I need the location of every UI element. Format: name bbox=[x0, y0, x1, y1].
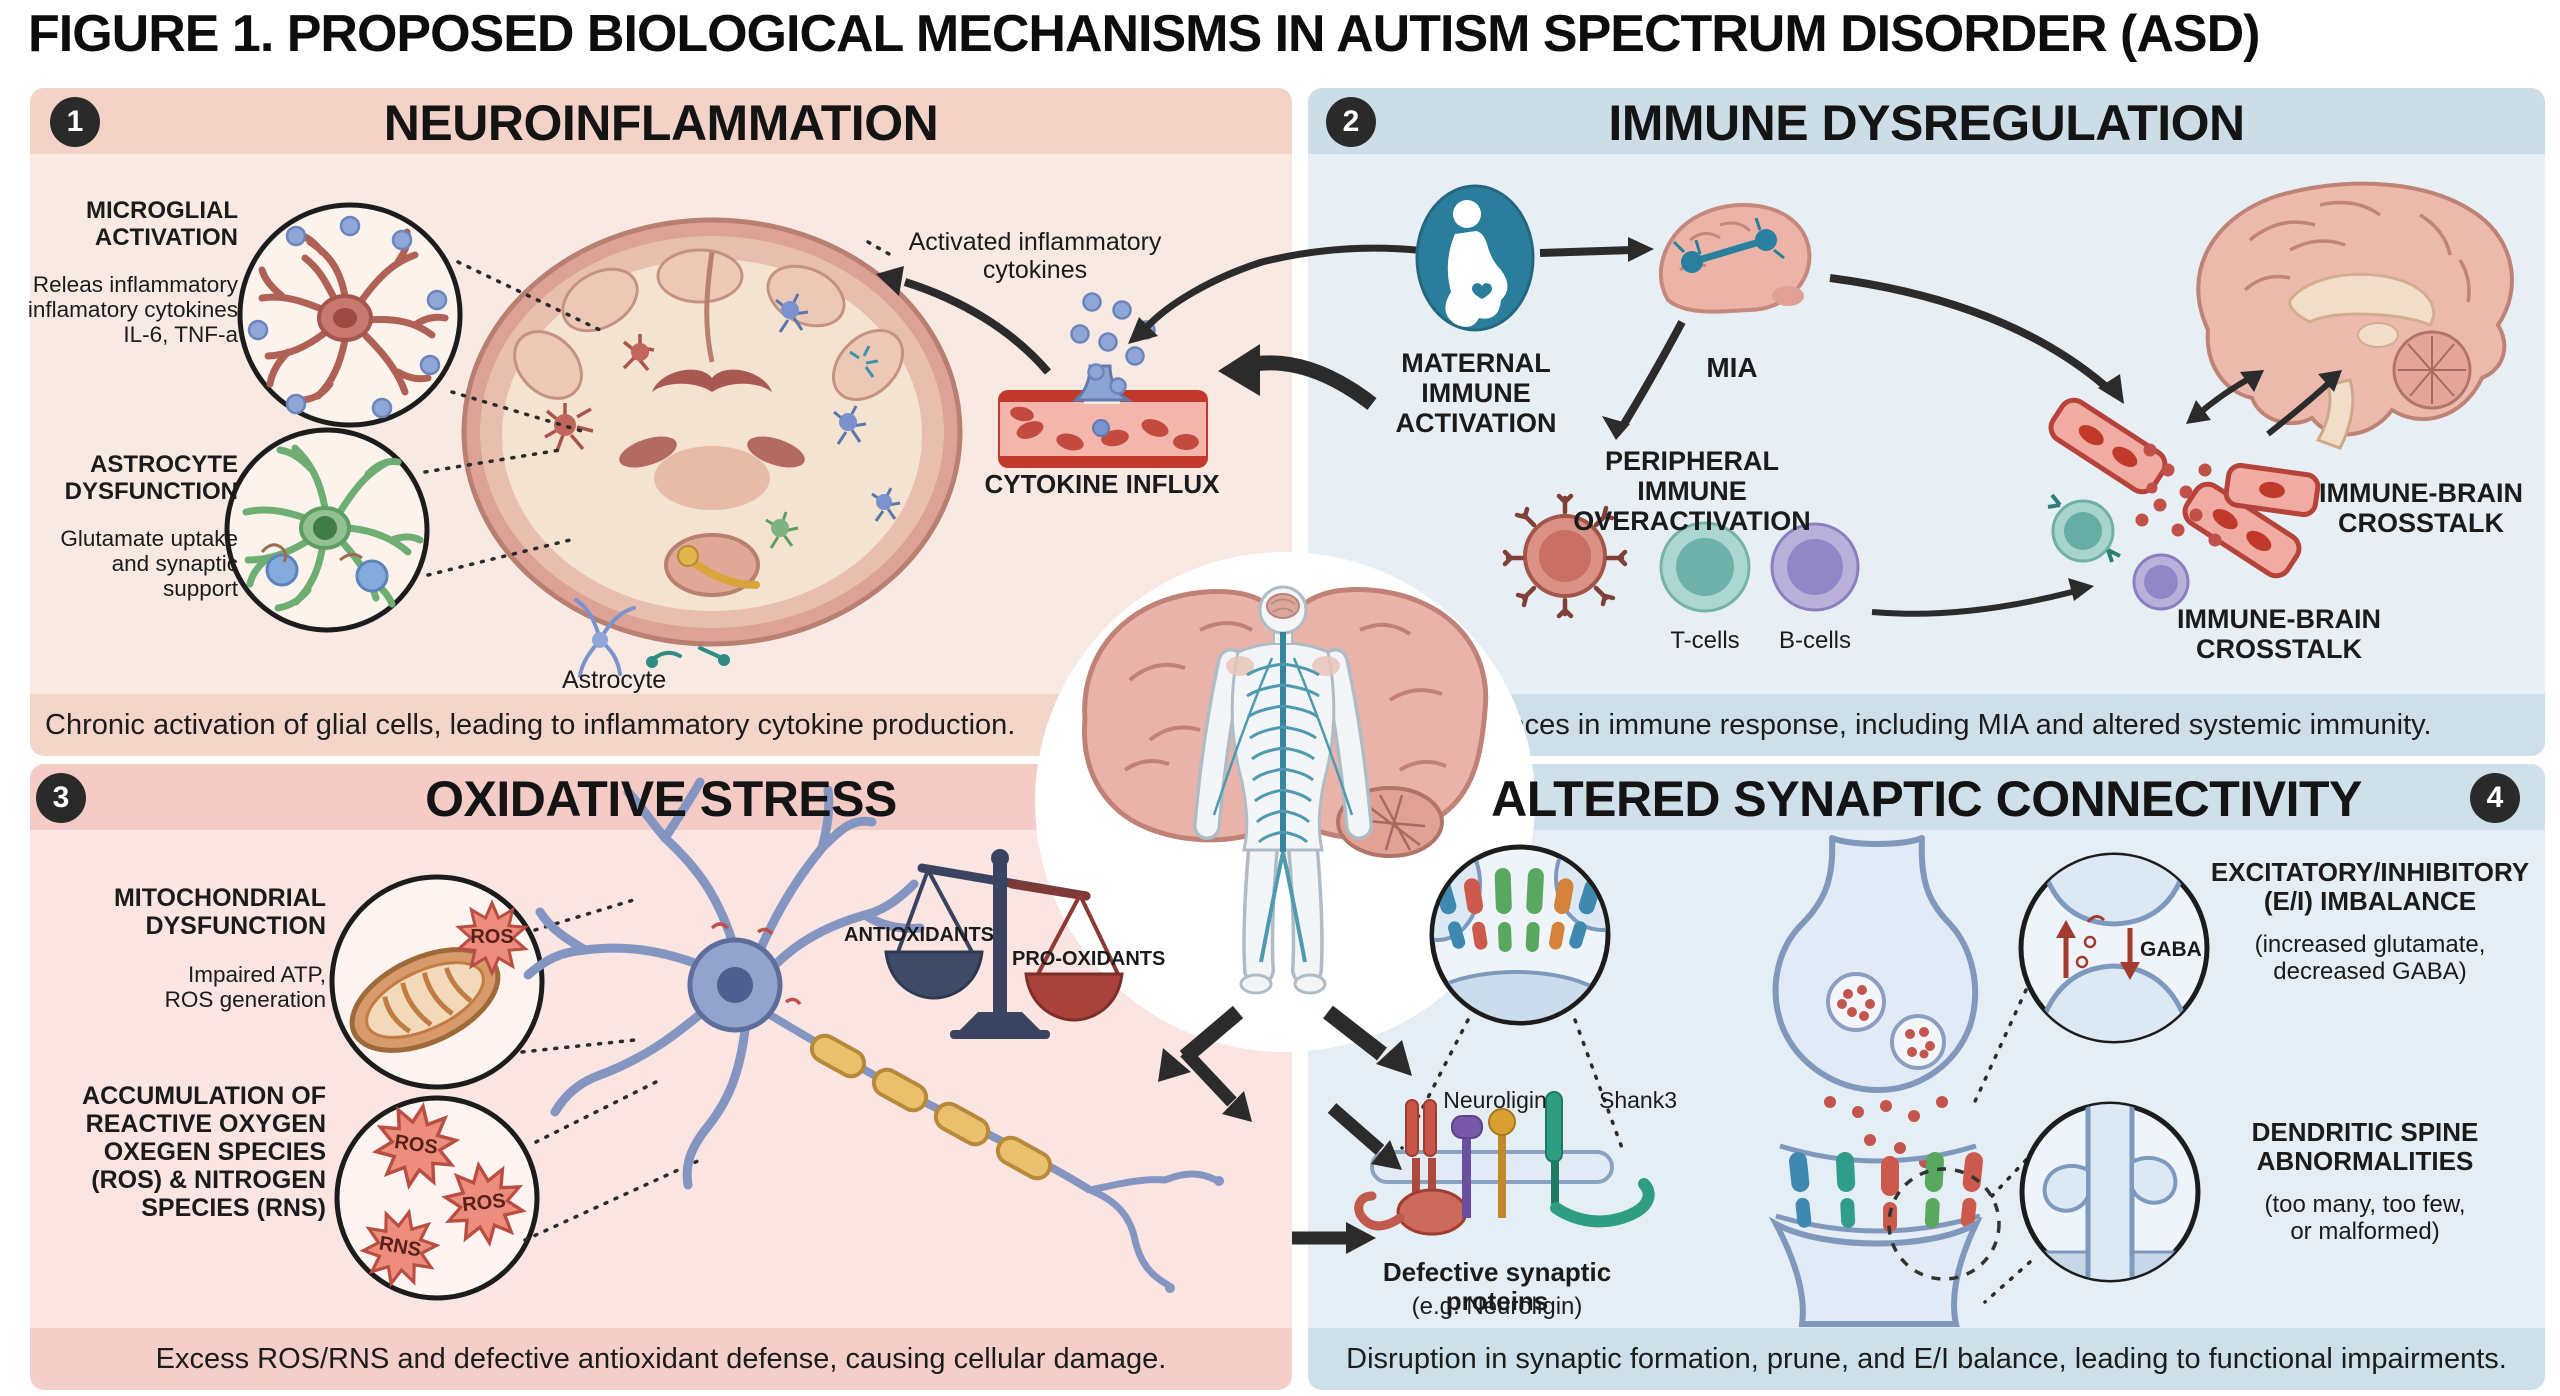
dendritic-spine-label: DENDRITIC SPINE ABNORMALITIES bbox=[2251, 1117, 2479, 1177]
figure-title: FIGURE 1. PROPOSED BIOLOGICAL MECHANISMS… bbox=[28, 5, 2260, 63]
panel4-title: ALTERED SYNAPTIC CONNECTIVITY bbox=[1491, 771, 2362, 827]
panel1-caption-strip: Chronic activation of glial cells, leadi… bbox=[30, 694, 1292, 756]
cytokine-influx-label: CYTOKINE INFLUX bbox=[984, 469, 1220, 499]
gaba-label: GABA bbox=[2140, 938, 2202, 961]
panel3-title: OXIDATIVE STRESS bbox=[425, 771, 897, 827]
tcells-label: T-cells bbox=[1670, 627, 1740, 654]
panel3-caption-strip: Excess ROS/RNS and defective antioxidant… bbox=[30, 1328, 1292, 1390]
panel1-title: NEUROINFLAMMATION bbox=[383, 95, 939, 151]
panel2-caption: Imbalances in immune response, including… bbox=[1421, 708, 2432, 741]
mitochondrial-desc: Impaired ATP, ROS generation bbox=[164, 962, 326, 1013]
bcells-label: B-cells bbox=[1778, 627, 1851, 654]
panel1-caption: Chronic activation of glial cells, leadi… bbox=[45, 708, 1016, 741]
maternal-immune-label: MATERNAL IMMUNE ACTIVATION bbox=[1395, 348, 1557, 439]
panel2-caption-strip: Imbalances in immune response, including… bbox=[1308, 694, 2545, 756]
panel2-title: IMMUNE DYSREGULATION bbox=[1608, 95, 2245, 151]
defective-proteins-label: Defective synaptic proteins bbox=[1382, 1257, 1612, 1317]
dendritic-spine-desc: (too many, too few, or malformed) bbox=[2264, 1191, 2466, 1245]
defective-proteins-sub: (e.g. Neuroligin) bbox=[1411, 1293, 1583, 1320]
panel-oxidative-stress: Excess ROS/RNS and defective antioxidant… bbox=[30, 764, 1292, 1390]
panel3-caption: Excess ROS/RNS and defective antioxidant… bbox=[155, 1342, 1167, 1375]
astrocyte-desc: Glutamate uptake and synaptic support bbox=[60, 526, 238, 602]
panel3-number-badge: 3 bbox=[36, 773, 86, 823]
astrocyte-dysfunction-label: ASTROCYTE DYSFUNCTION bbox=[64, 451, 238, 505]
panel1-header-strip bbox=[30, 88, 1292, 154]
peripheral-immune-label: PERIPHERAL IMMUNE OVERACTIVATION bbox=[1573, 446, 1811, 537]
mitochondrial-dysfunction-label: MITOCHONDRIAL DYSFUNCTION bbox=[113, 884, 326, 940]
panel2-number-badge: 2 bbox=[1326, 97, 1376, 147]
panel4-caption-strip: Disruption in synaptic formation, prune,… bbox=[1308, 1328, 2545, 1390]
mia-label: MIA bbox=[1706, 352, 1758, 383]
shank3-label: Shank3 bbox=[1598, 1087, 1677, 1113]
panel1-number-badge: 1 bbox=[50, 97, 100, 147]
ros-accumulation-label: ACCUMULATION OF REACTIVE OXYGEN OXEGEN S… bbox=[82, 1082, 326, 1222]
microglial-desc: Releas inflammatory inflamatory cytokine… bbox=[27, 272, 238, 348]
panel4-caption: Disruption in synaptic formation, prune,… bbox=[1346, 1342, 2507, 1375]
panel4-number-badge: 4 bbox=[2470, 773, 2520, 823]
prooxidants-label: PRO-OXIDANTS bbox=[1012, 948, 1166, 970]
ros-badge-mito: ROS bbox=[470, 926, 514, 948]
microglial-activation-label: MICROGLIAL ACTIVATION bbox=[86, 197, 238, 251]
antioxidants-label: ANTIOXIDANTS bbox=[844, 924, 994, 946]
panel-neuroinflammation: Chronic activation of glial cells, leadi… bbox=[30, 88, 1292, 756]
activated-cytokines-note: Activated inflammatory cytokines bbox=[908, 228, 1162, 284]
immune-brain-crosstalk-bottom: IMMUNE-BRAIN CROSSTALK bbox=[2177, 604, 2381, 665]
astrocyte-caption-label: Astrocyte bbox=[562, 666, 667, 694]
ei-imbalance-desc: (increased glutamate, decreased GABA) bbox=[2254, 931, 2486, 985]
panel2-header-strip bbox=[1308, 88, 2545, 154]
immune-brain-crosstalk-right: IMMUNE-BRAIN CROSSTALK bbox=[2319, 478, 2523, 539]
neuroligin-label: Neuroligin bbox=[1443, 1087, 1547, 1113]
ei-imbalance-label: EXCITATORY/INHIBITORY (E/I) IMBALANCE bbox=[2210, 857, 2530, 917]
